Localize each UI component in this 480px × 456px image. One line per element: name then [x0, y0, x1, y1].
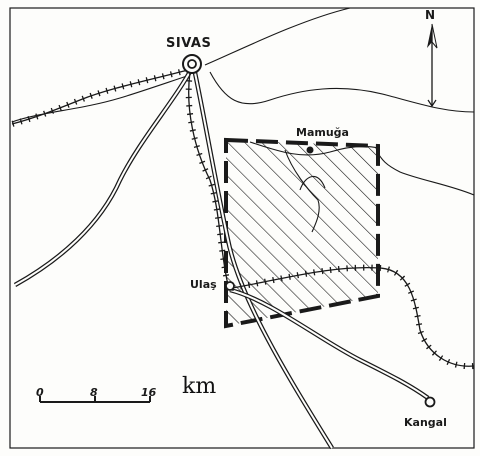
- north-label: N: [425, 8, 436, 22]
- place-label-ulas: Ulaş: [190, 278, 217, 291]
- place-label-kangal: Kangal: [404, 416, 447, 429]
- map-border: [9, 7, 475, 449]
- place-label-sivas: SIVAS: [166, 36, 212, 51]
- town-marker-icon: [306, 146, 314, 154]
- town-marker-icon: [225, 281, 235, 291]
- town-marker-icon: [424, 396, 436, 408]
- river-right: [375, 147, 475, 196]
- river-north: [204, 7, 351, 66]
- scale-tick-16: 16: [141, 386, 157, 399]
- city-marker-icon: [182, 54, 202, 74]
- scale-unit-label: km: [182, 374, 217, 399]
- study-area: [224, 137, 380, 329]
- scale-bar: [39, 396, 151, 403]
- place-label-mamuga: Mamuğa: [296, 126, 349, 139]
- river-east: [209, 71, 475, 113]
- railways: [11, 67, 475, 370]
- scale-tick-8: 8: [90, 386, 98, 399]
- rail-south: [188, 71, 229, 286]
- north-arrow-icon: [427, 23, 438, 108]
- scale-tick-0: 0: [36, 386, 44, 399]
- river-kizilirmak: [11, 74, 191, 123]
- rail-east: [231, 266, 475, 367]
- roads: [13, 66, 430, 450]
- road-west: [13, 66, 194, 287]
- rail-west: [11, 69, 189, 125]
